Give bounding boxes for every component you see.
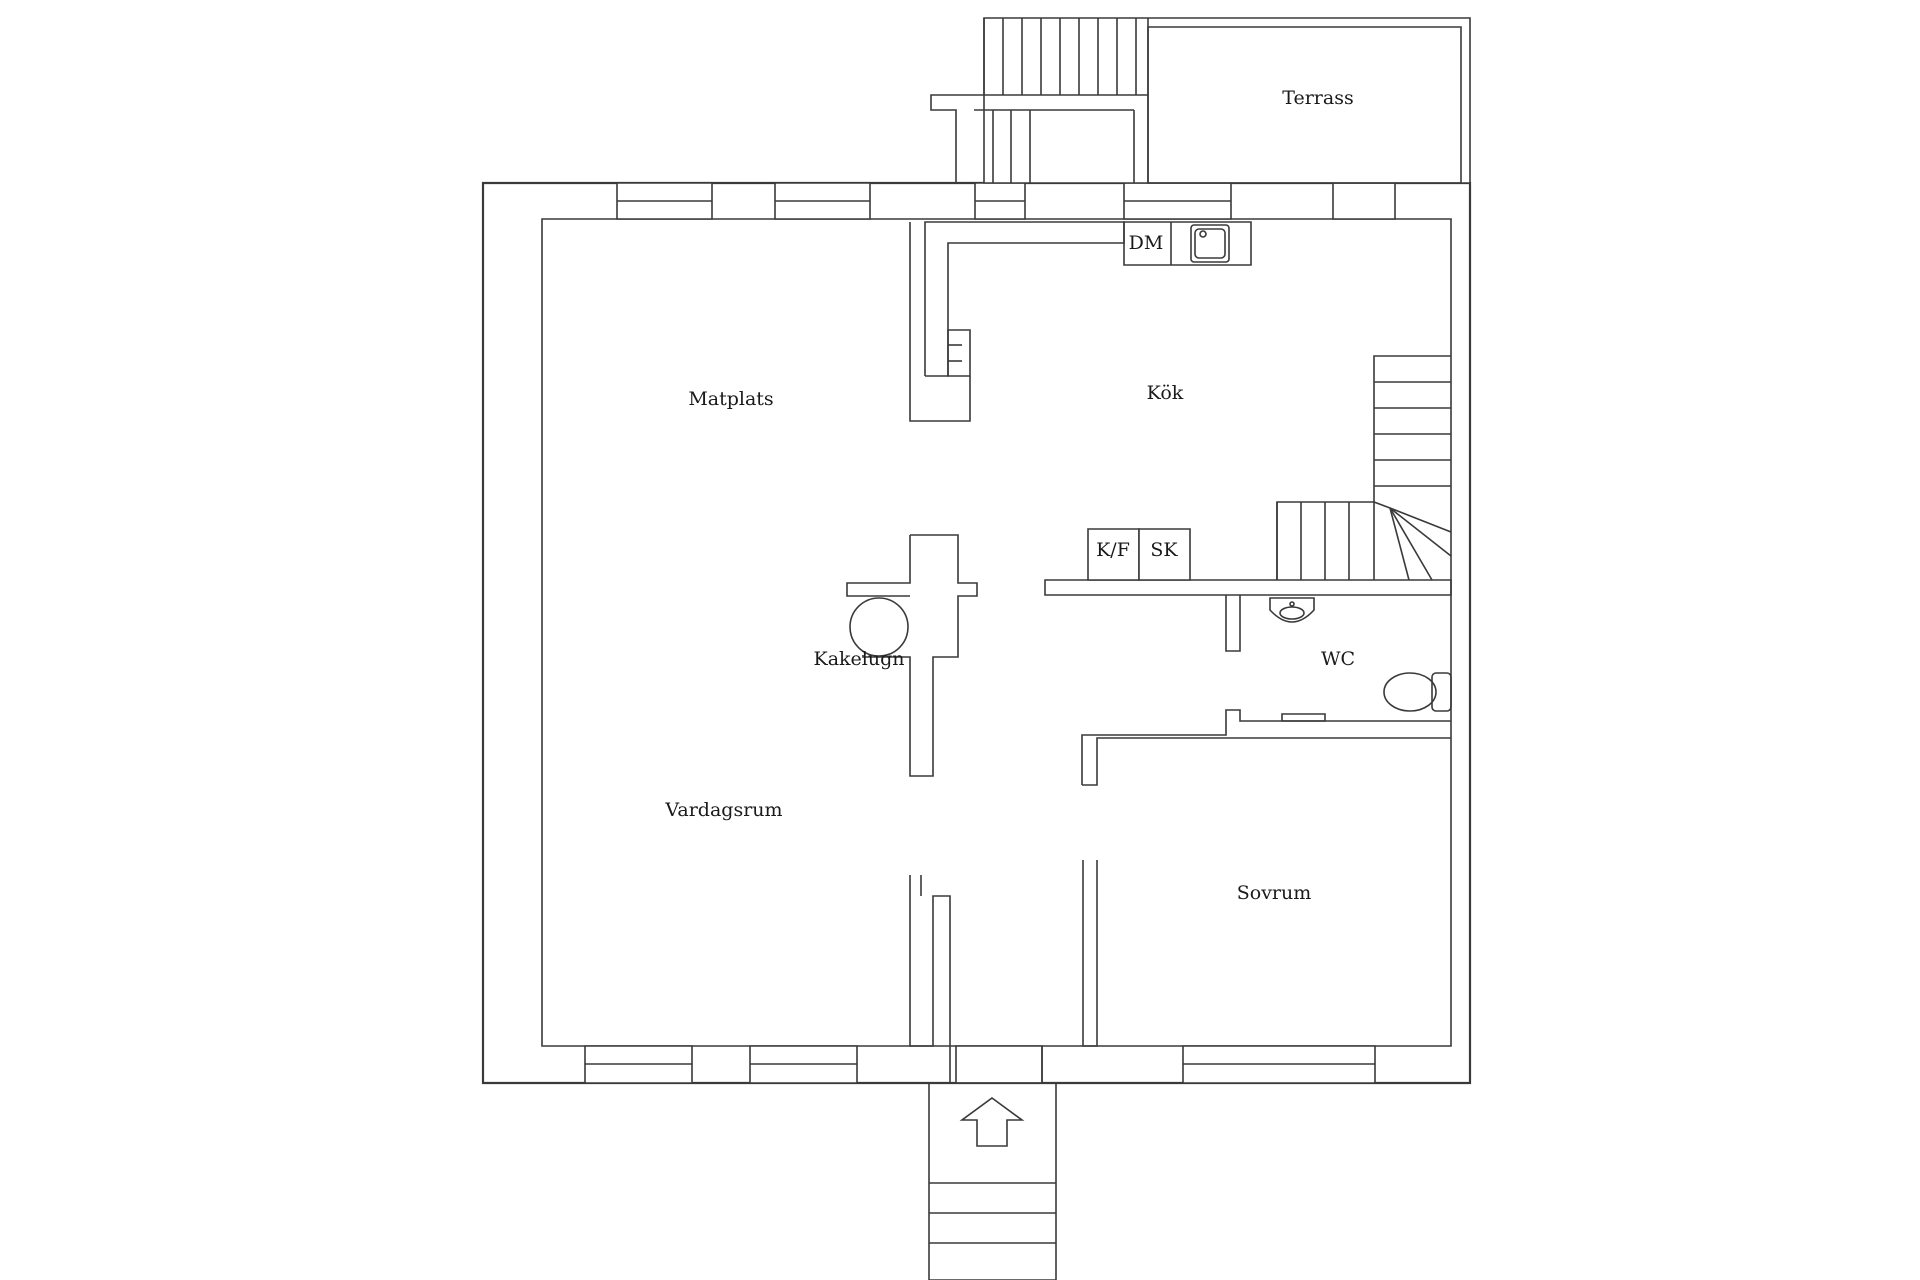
door-opening <box>1333 183 1395 219</box>
bottom-windows <box>585 1046 1375 1083</box>
appliance-label-cabinet: SK <box>1150 539 1178 561</box>
wash-basin-icon <box>1270 598 1314 622</box>
outer-walls <box>483 183 1470 1083</box>
hallway-walls <box>910 860 1097 1083</box>
room-label-bedroom: Sovrum <box>1237 882 1312 904</box>
interior-stairs <box>1277 356 1451 580</box>
central-wall <box>847 535 977 776</box>
room-label-living: Vardagsrum <box>664 799 782 821</box>
wc-walls <box>1082 595 1451 785</box>
kitchen-sink-icon <box>1191 225 1229 262</box>
appliance-label-dishwasher: DM <box>1129 232 1164 254</box>
room-label-stove: Kakelugn <box>814 648 905 670</box>
fridge-freezer-cabinet <box>1088 529 1139 580</box>
outer-wall-outline <box>483 183 1470 1083</box>
entrance-stairs <box>929 1083 1056 1280</box>
entrance-opening <box>956 1046 1042 1083</box>
appliance-label-fridge-freezer: K/F <box>1096 539 1130 561</box>
room-label-dining: Matplats <box>688 388 773 410</box>
terrace-outline <box>984 18 1470 183</box>
inner-wall-outline <box>542 219 1451 1046</box>
kitchen-counter <box>910 222 1251 421</box>
tile-stove-icon <box>850 598 908 656</box>
room-label-terrace: Terrass <box>1282 87 1353 109</box>
top-windows <box>617 183 1395 219</box>
storage-cabinet <box>1139 529 1190 580</box>
entrance-stairs-outline <box>929 1083 1056 1280</box>
partition-wall <box>1045 580 1451 595</box>
wc-threshold <box>1282 714 1325 721</box>
room-label-kitchen: Kök <box>1147 382 1184 404</box>
counter-end <box>948 330 970 376</box>
counter-top <box>1124 222 1251 265</box>
room-label-wc: WC <box>1321 648 1355 670</box>
terrace-and-rear-stairs <box>931 18 1470 183</box>
entrance-arrow-icon <box>962 1098 1022 1146</box>
toilet-icon <box>1384 673 1451 711</box>
kitchen-partition <box>1045 529 1451 595</box>
